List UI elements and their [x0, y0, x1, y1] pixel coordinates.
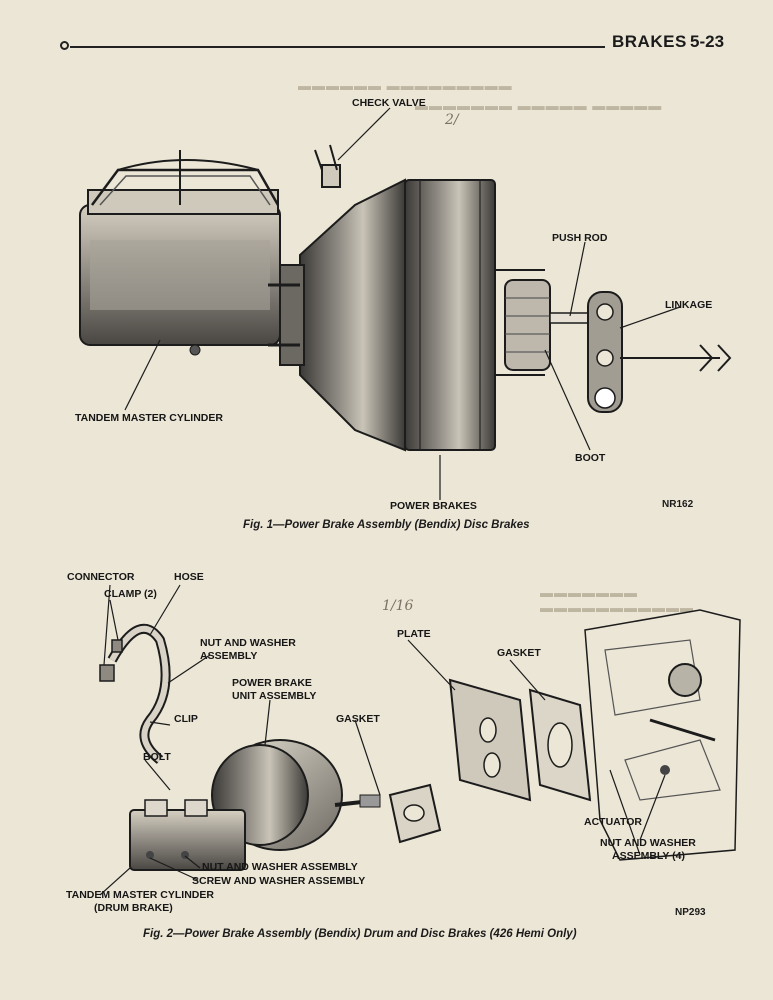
fig2-firewall: [584, 609, 741, 861]
figure2-code: NP293: [675, 907, 706, 918]
fig1-booster: [268, 144, 545, 452]
label-screw-washer: SCREW AND WASHER ASSEMBLY: [192, 875, 366, 887]
label-boot: BOOT: [575, 452, 606, 464]
label-nut-washer-4-line1: NUT AND WASHER: [600, 837, 696, 849]
figure1-code: NR162: [662, 499, 694, 510]
fig2-hose: [99, 623, 171, 764]
label-nut-washer-line1: NUT AND WASHER: [200, 637, 296, 649]
label-tmc-drum-line2: (DRUM BRAKE): [94, 902, 173, 914]
bleed-through-heading: ▬▬▬▬▬▬▬ ▬▬▬▬▬▬▬▬▬▬▬: [540, 585, 694, 615]
fig2-gasket-left: [388, 783, 442, 844]
fig1-push-rod-linkage: [549, 291, 732, 413]
running-head: BRAKES: [612, 32, 687, 51]
label-actuator: ACTUATOR: [584, 816, 642, 828]
label-power-unit-line2: UNIT ASSEMBLY: [232, 690, 317, 702]
pencil-mark: 2/: [445, 112, 459, 128]
fig2-master-cylinder: [129, 799, 246, 871]
label-gasket-right: GASKET: [497, 647, 541, 659]
label-nut-washer-4-line2: ASSEMBLY (4): [612, 850, 685, 862]
fig2-plate: [448, 678, 532, 802]
pencil-mark: 1/16: [382, 598, 414, 614]
page-number: 5-23: [690, 32, 725, 51]
header-rule-dot: [60, 41, 69, 50]
label-push-rod: PUSH ROD: [552, 232, 608, 244]
figure2-caption: Fig. 2—Power Brake Assembly (Bendix) Dru…: [143, 928, 577, 940]
fig1-boot: [504, 279, 551, 371]
fig2-gasket-right: [528, 688, 592, 802]
label-clamp: CLAMP (2): [104, 588, 157, 600]
label-linkage: LINKAGE: [665, 299, 713, 311]
label-clip: CLIP: [174, 713, 198, 725]
label-hose: HOSE: [174, 571, 204, 583]
fig1-master-cylinder: [79, 150, 281, 356]
label-nut-washer-bottom: NUT AND WASHER ASSEMBLY: [202, 861, 358, 873]
label-power-brakes: POWER BRAKES: [390, 500, 477, 512]
label-bolt: BOLT: [143, 751, 171, 763]
bleed-through-heading: ▬▬▬▬▬▬▬ ▬▬▬▬▬ ▬▬▬▬▬: [415, 98, 663, 113]
figure1-caption: Fig. 1—Power Brake Assembly (Bendix) Dis…: [243, 519, 530, 531]
label-nut-washer-line2: ASSEMBLY: [200, 650, 258, 662]
header-rule: [70, 46, 605, 48]
bleed-through-heading: ▬▬▬▬▬▬ ▬▬▬▬▬▬▬▬▬: [298, 78, 513, 93]
label-plate: PLATE: [397, 628, 431, 640]
fig1-leader-lines: [124, 107, 681, 500]
label-power-unit-line1: POWER BRAKE: [232, 677, 312, 689]
label-gasket-left: GASKET: [336, 713, 380, 725]
label-tmc-drum-line1: TANDEM MASTER CYLINDER: [66, 889, 214, 901]
fig2-leader-lines: [99, 584, 666, 896]
label-connector: CONNECTOR: [67, 571, 135, 583]
label-tandem-master-cylinder: TANDEM MASTER CYLINDER: [75, 412, 223, 424]
label-check-valve: CHECK VALVE: [352, 97, 426, 109]
